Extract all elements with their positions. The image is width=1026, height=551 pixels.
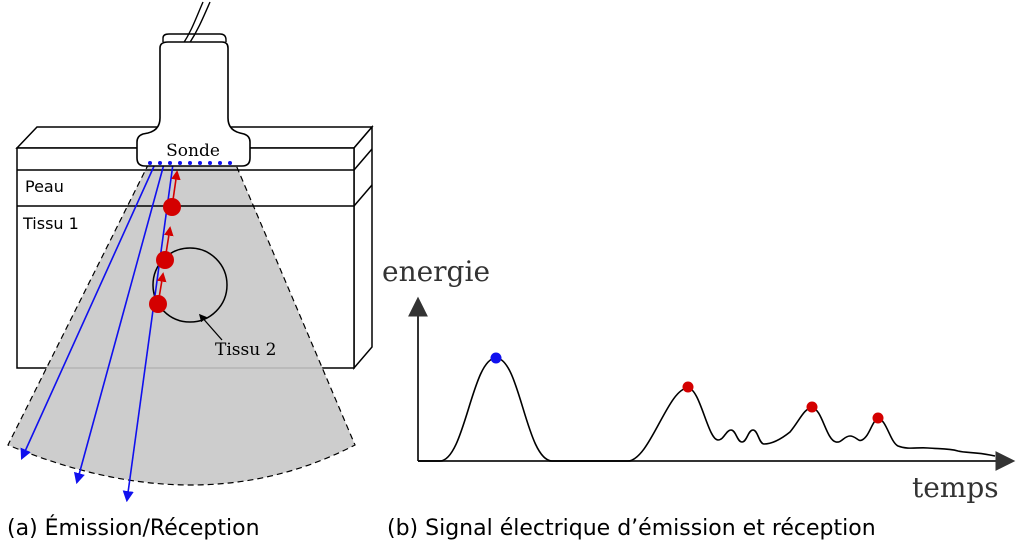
echo-point-skin-tissue1 [163,198,181,216]
probe-body [136,41,251,167]
transducer-element [198,161,202,165]
panel-a-emission-reception: Peau Tissu 1 Tissu 2 Sonde [7,1,374,541]
tissue2-pointer-arrow [198,313,223,341]
y-axis-label: energie [382,255,490,288]
probe: Sonde [136,1,251,167]
transducer-element [208,161,212,165]
x-axis-label: temps [912,471,999,504]
signal-curve [418,357,996,462]
tissue1-layer-side-line [353,184,373,207]
caption-b: (b) Signal électrique d’émission et réce… [387,516,876,541]
transducer-element [228,161,232,165]
panel-b-signal: energie temps (b) Signal électrique d’ém… [382,255,1016,541]
probe-cable-inner [188,1,211,45]
echo-peak-marker-3 [872,412,884,424]
probe-cable [182,1,204,45]
transducer-elements [148,161,232,165]
emission-ray-3 [122,163,174,503]
emission-ray-1 [20,163,156,461]
tissue-block-side-face [353,124,373,371]
probe-body-back-edge [162,33,227,42]
echo-point-tissue2-top [156,251,174,269]
skin-layer-label: Peau [25,177,64,196]
transducer-element [218,161,222,165]
caption-a: (a) Émission/Réception [7,515,260,541]
ultrasound-beam-sector [7,164,356,486]
transducer-element [188,161,192,165]
tissue2-circle [152,247,228,323]
transducer-element [158,161,162,165]
emission-peak-marker [490,352,502,364]
probe-label: Sonde [166,141,220,161]
echo-peak-marker-2 [806,401,818,413]
tissue1-layer-label: Tissu 1 [22,214,79,233]
transducer-element [178,161,182,165]
echo-peak-marker-1 [682,381,694,393]
echo-point-tissue2-bottom [149,295,167,313]
emission-ray-2 [73,163,165,485]
skin-layer-side-line [353,148,373,171]
tissue2-label: Tissu 2 [215,340,276,360]
transducer-element [148,161,152,165]
transducer-element [168,161,172,165]
